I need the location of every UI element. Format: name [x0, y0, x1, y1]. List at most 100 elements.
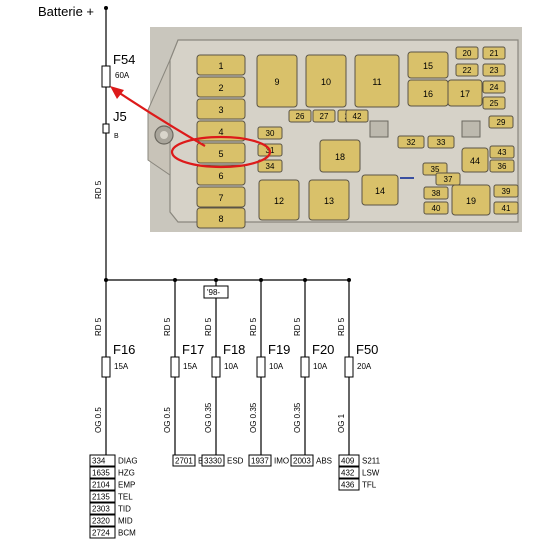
fuse-rating: 20A — [357, 362, 372, 371]
connector-pin-box — [89, 502, 116, 515]
relay-socket-2 — [461, 120, 481, 138]
highlight-ellipse — [170, 135, 272, 169]
wire-in-label: RD 5 — [94, 317, 103, 336]
fuse-symbol — [101, 356, 111, 378]
junction-dot — [214, 278, 218, 282]
junction-dot — [347, 278, 351, 282]
fuse-name: F18 — [223, 342, 245, 357]
connector-pin-number: 2135 — [92, 493, 110, 502]
wire-out-label: OG 0.5 — [163, 407, 172, 433]
fuse-slot-label: 24 — [490, 83, 499, 92]
fuse-name: F16 — [113, 342, 135, 357]
connector-pin-number: 2104 — [92, 481, 110, 490]
fuse-slot-7 — [196, 186, 246, 208]
fuse-slot-label: 1 — [218, 61, 223, 71]
junction-dot — [259, 278, 263, 282]
connector-pin-number: 2303 — [92, 505, 110, 514]
connector-name: J5 — [113, 109, 127, 124]
connector-pin-box — [89, 514, 116, 527]
fuse-slot-label: 7 — [218, 193, 223, 203]
fuse-slot-label: 17 — [460, 89, 470, 99]
fuse-slot-label: 21 — [490, 49, 499, 58]
connector-pin-box — [338, 454, 360, 467]
fuse-slot-17 — [447, 79, 483, 107]
relay-socket-1 — [369, 120, 389, 138]
fuse-slot-24 — [482, 80, 506, 94]
connector-module-name: IMO — [274, 457, 289, 466]
connector-module-name: ESD — [227, 457, 244, 466]
fuse-slot-22 — [455, 63, 479, 77]
fuse-slot-label: 9 — [274, 77, 279, 87]
fuse-slot-label: 15 — [423, 61, 433, 71]
fuse-slot-label: 27 — [320, 112, 329, 121]
connector-pin-number: 1937 — [251, 457, 269, 466]
arrow-head — [110, 86, 124, 99]
main-fuse-rating: 60A — [115, 71, 130, 80]
wire-out-label: OG 0.35 — [293, 402, 302, 433]
fuse-slot-label: 10 — [321, 77, 331, 87]
connector-module-name: LSW — [362, 469, 380, 478]
fuse-slot-27 — [312, 109, 336, 123]
fuse-slot-35 — [422, 162, 448, 176]
junction-dot — [173, 278, 177, 282]
connector-pin-number: 409 — [341, 457, 355, 466]
fuse-rating: 15A — [114, 362, 129, 371]
fuse-rating: 10A — [224, 362, 239, 371]
fuse-slot-label: 5 — [218, 149, 223, 159]
wire-out-label: OG 0.5 — [94, 407, 103, 433]
fuse-slot-label: 3 — [218, 105, 223, 115]
fuse-slot-label: 29 — [497, 118, 506, 127]
connector-pin-box — [290, 454, 314, 467]
wire-in-label: RD 5 — [249, 317, 258, 336]
fuse-slot-12 — [258, 179, 300, 221]
fuse-slot-34 — [257, 159, 283, 173]
fuse-name: F19 — [268, 342, 290, 357]
wire-in-label: RD 5 — [337, 317, 346, 336]
fuse-slot-label: 2 — [218, 83, 223, 93]
fuse-symbol — [300, 356, 310, 378]
mounting-hole-center — [160, 131, 168, 139]
connector-pin-number: 2003 — [293, 457, 311, 466]
fuse-slot-21 — [482, 46, 506, 60]
fuse-slot-36 — [489, 159, 515, 173]
fuse-slot-10 — [305, 54, 347, 108]
fuse-slot-39 — [493, 184, 519, 198]
connector-pin-box — [338, 478, 360, 491]
connector-pin-box — [89, 478, 116, 491]
connector-pin-number: 2701 — [175, 457, 193, 466]
fuse-slot-3 — [196, 98, 246, 120]
connector-pin-number: 1635 — [92, 469, 110, 478]
fuse-slot-label: 25 — [490, 99, 499, 108]
wire-out-label: OG 1 — [337, 413, 346, 433]
fuse-slot-41 — [493, 201, 519, 215]
fuse-rating: 10A — [269, 362, 284, 371]
fuse-slot-44 — [461, 147, 489, 173]
fuse-slot-label: 26 — [296, 112, 305, 121]
fuse-slot-8 — [196, 207, 246, 229]
fuse-slot-label: 4 — [218, 127, 223, 137]
junction-dot — [104, 278, 108, 282]
fuse-slot-1 — [196, 54, 246, 76]
connector-pin-box — [89, 454, 116, 467]
fuse-slot-23 — [482, 63, 506, 77]
fuse-slot-label: 40 — [432, 204, 441, 213]
fuse-slot-15 — [407, 51, 449, 79]
wire-in-label: RD 5 — [293, 317, 302, 336]
fuse-name: F20 — [312, 342, 334, 357]
fuse-slot-6 — [196, 164, 246, 186]
fuse-symbol — [344, 356, 354, 378]
fuse-slot-26 — [288, 109, 312, 123]
fuse-name: F50 — [356, 342, 378, 357]
connector-symbol — [102, 123, 110, 134]
fuse-slot-label: 22 — [463, 66, 472, 75]
fuse-slot-18 — [319, 139, 361, 173]
main-fuse-symbol — [101, 65, 111, 88]
connector-module-name: TFL — [362, 481, 377, 490]
connector-pin-box — [201, 454, 225, 467]
connector-module-name: BCM — [118, 529, 136, 538]
